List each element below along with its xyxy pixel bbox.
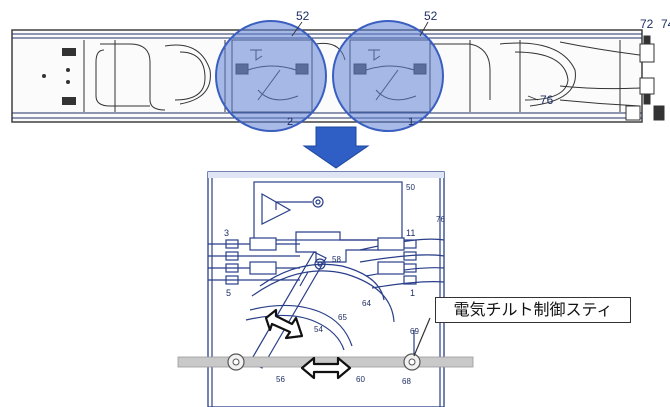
top-antenna-diagram: 52 52 72 74 76 2 1 bbox=[11, 9, 670, 132]
pivot-block bbox=[295, 231, 381, 263]
double-arrow-lever bbox=[264, 308, 304, 340]
label-72: 72 bbox=[640, 17, 654, 31]
ports-left bbox=[208, 237, 300, 285]
highlight-circle-left bbox=[215, 20, 327, 132]
label-54: 54 bbox=[314, 325, 323, 334]
down-arrow bbox=[302, 126, 370, 169]
ports-right bbox=[359, 237, 445, 289]
label-68: 68 bbox=[402, 377, 411, 386]
arm-65 bbox=[249, 304, 353, 347]
highlight-circle-right bbox=[332, 20, 444, 132]
cable-routing bbox=[95, 40, 641, 112]
label-74: 74 bbox=[661, 17, 670, 31]
arm-64 bbox=[259, 263, 385, 301]
callout-label: 電気チルト制御スティ bbox=[435, 297, 631, 323]
label-port-1: 1 bbox=[410, 288, 415, 298]
label-56: 56 bbox=[276, 375, 285, 384]
label-52-left: 52 bbox=[296, 9, 310, 23]
connector-group bbox=[625, 35, 665, 121]
label-50: 50 bbox=[406, 183, 415, 192]
label-58: 58 bbox=[332, 255, 341, 264]
label-76-bottom: 76 bbox=[436, 215, 445, 224]
label-module-1: 1 bbox=[408, 116, 414, 128]
bottom-detail-diagram: 50 76 58 64 65 54 69 56 60 68 3 11 5 1 bbox=[177, 171, 474, 407]
label-69: 69 bbox=[410, 327, 419, 336]
label-module-2: 2 bbox=[287, 116, 293, 128]
label-64: 64 bbox=[362, 299, 371, 308]
label-port-3: 3 bbox=[224, 228, 229, 238]
label-port-11: 11 bbox=[406, 228, 415, 238]
label-65: 65 bbox=[338, 313, 347, 322]
label-76-top: 76 bbox=[540, 93, 554, 107]
label-60: 60 bbox=[356, 375, 365, 384]
callout-pointer bbox=[413, 317, 431, 357]
label-port-5: 5 bbox=[226, 288, 231, 298]
double-arrow-rod bbox=[300, 356, 352, 380]
label-52-right: 52 bbox=[424, 9, 438, 23]
left-end-fixture bbox=[42, 40, 85, 112]
box-50 bbox=[253, 181, 403, 241]
